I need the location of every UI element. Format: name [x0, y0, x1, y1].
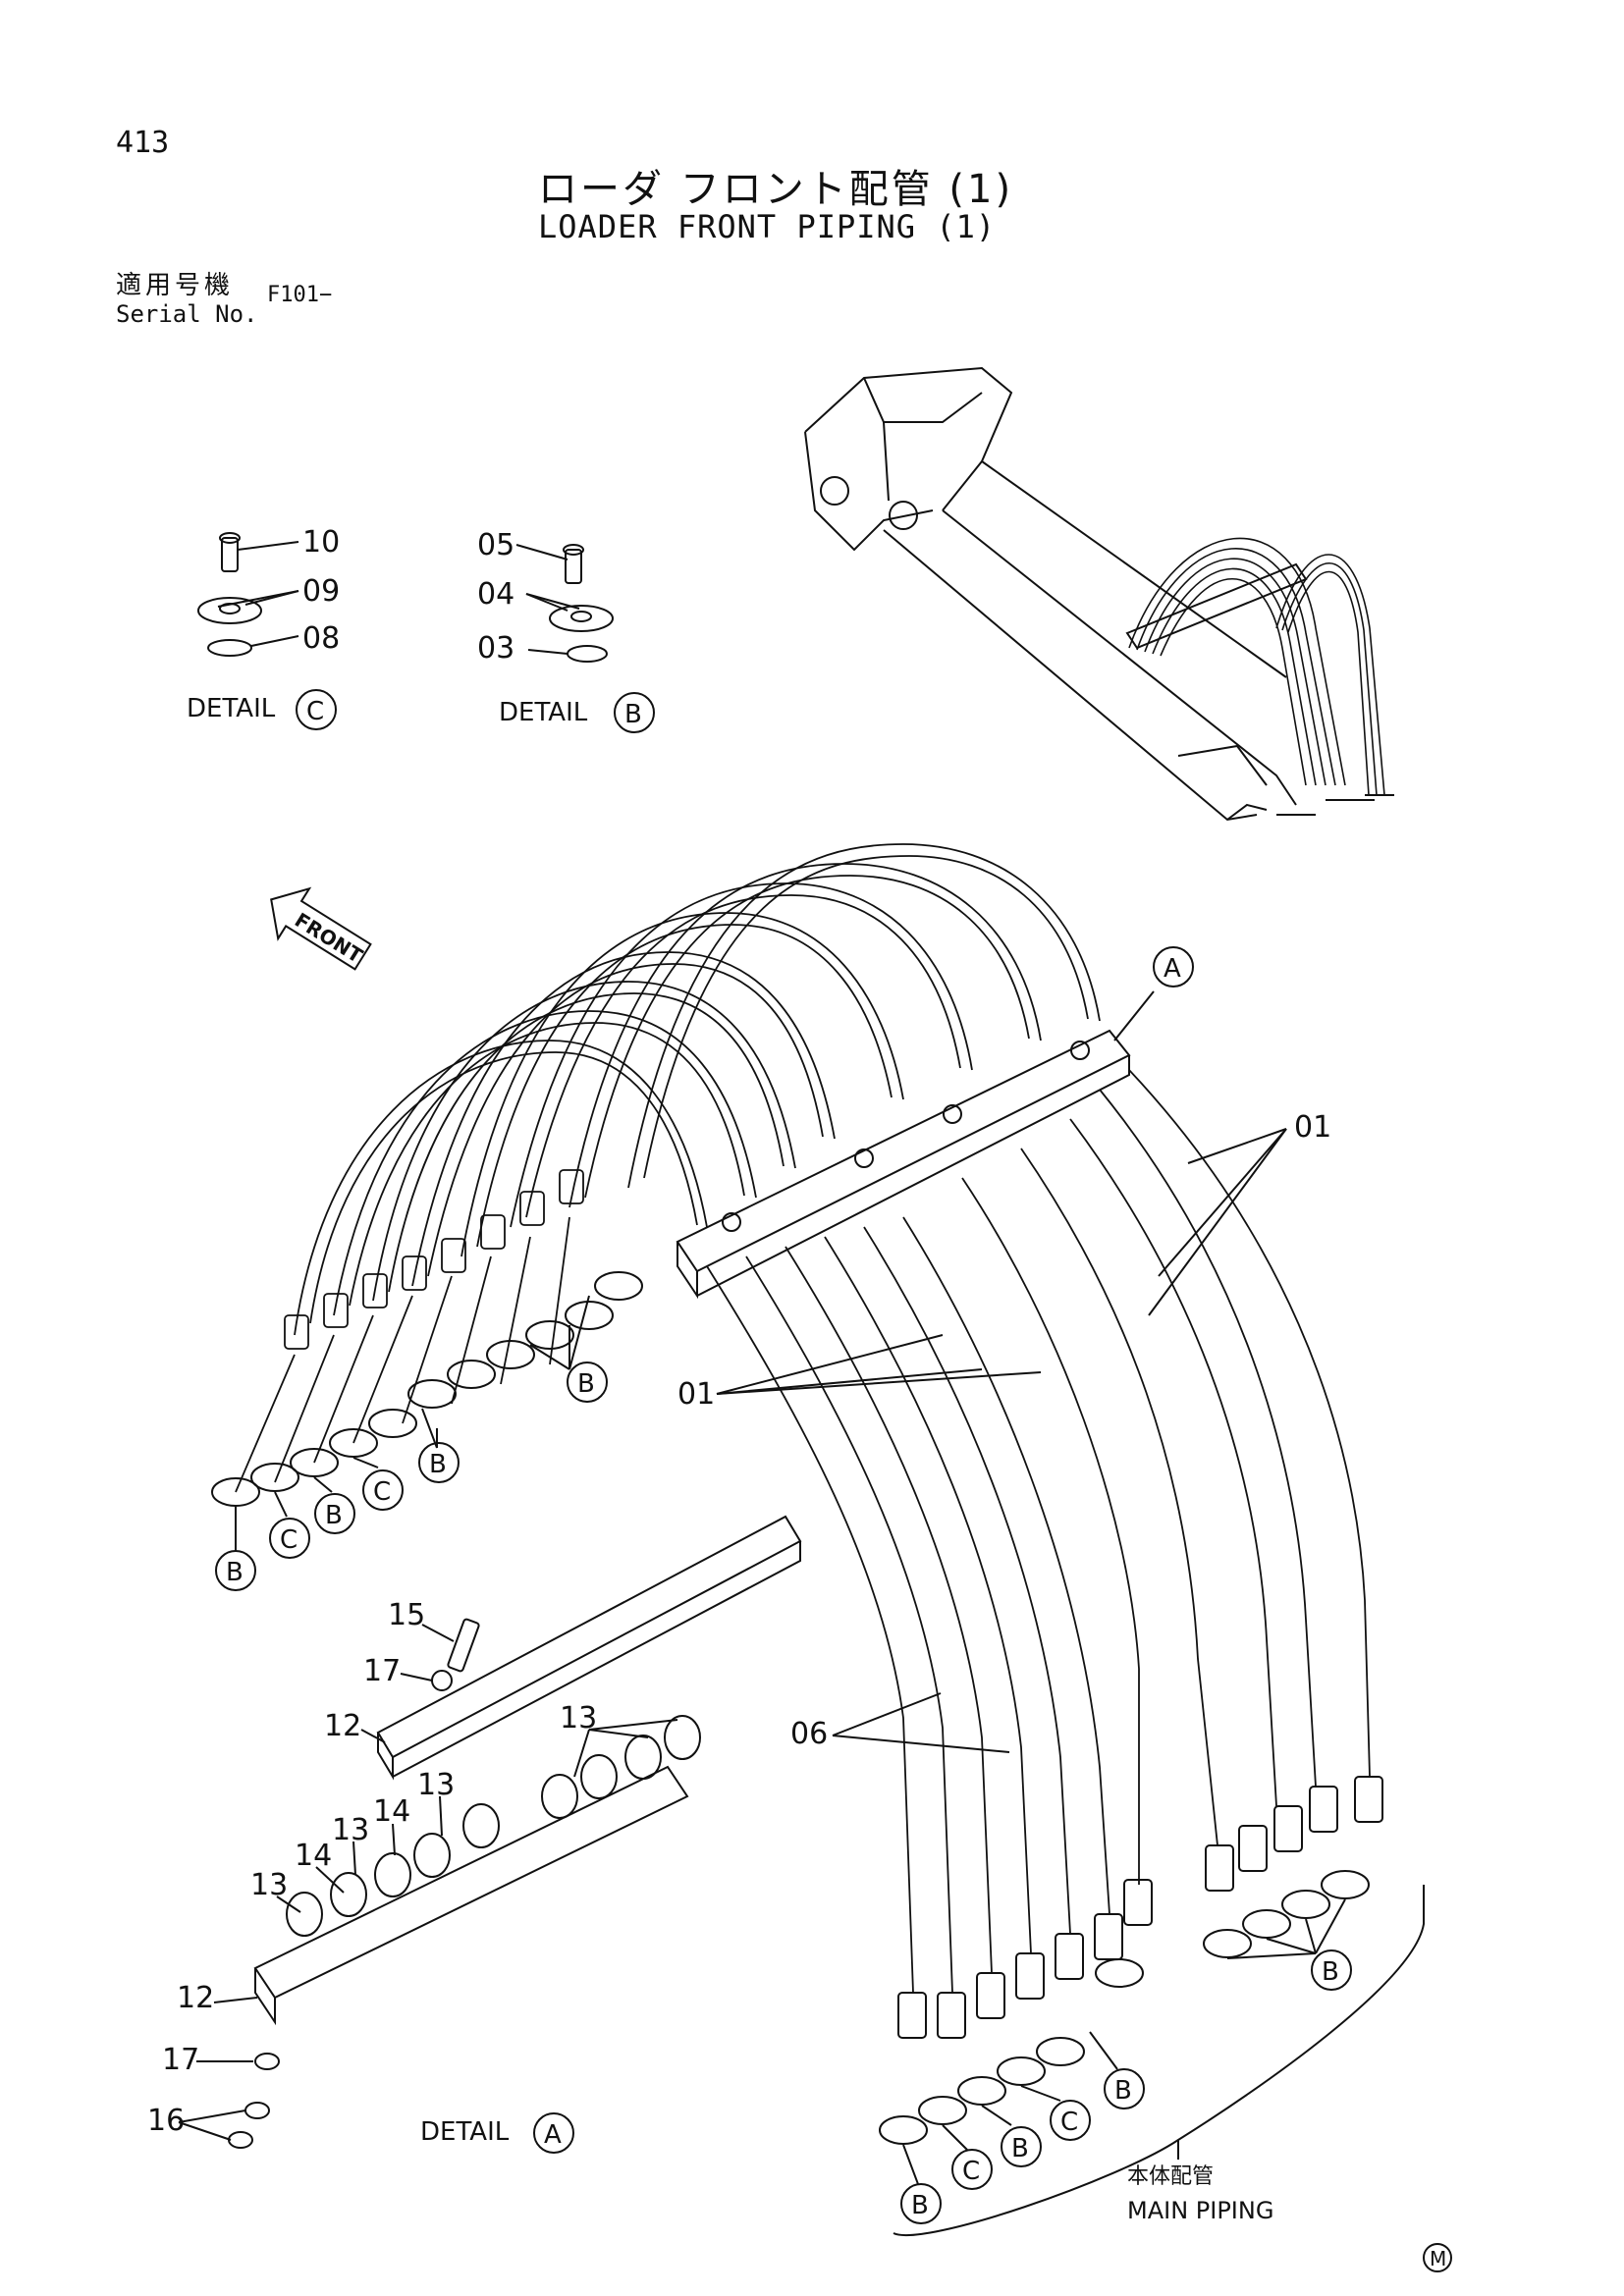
- detail-a-label: DETAIL: [420, 2117, 510, 2147]
- callout-a-letter: A: [1164, 954, 1181, 984]
- flange-row-lower: [211, 1409, 417, 1507]
- m-mark-letter: M: [1430, 2247, 1446, 2270]
- clamp-bar-a: [676, 1029, 1131, 1300]
- leader-14-a: [392, 1823, 396, 1856]
- leader-01-f: [1148, 1128, 1287, 1316]
- bottom-hose-fittings: [897, 1776, 1383, 2039]
- callouts-left-upper: [418, 1295, 608, 1483]
- detail-b-circle: [614, 692, 655, 733]
- part-label-17: 17: [363, 1654, 401, 1688]
- part-label-13-b: 13: [417, 1768, 455, 1802]
- callout-b-5: B: [911, 2191, 929, 2220]
- leader-a: [1113, 990, 1155, 1041]
- callout-c-2: C: [373, 1477, 391, 1507]
- leader-12-b: [213, 1997, 258, 2003]
- leader-13-c: [588, 1719, 678, 1731]
- part-label-14-b: 14: [295, 1839, 332, 1873]
- main-piping-english: MAIN PIPING: [1127, 2197, 1273, 2224]
- flange-row-upper: [407, 1271, 643, 1409]
- part-label-14-a: 14: [373, 1794, 410, 1829]
- leader-01-e: [1158, 1128, 1287, 1277]
- leader-01-b: [716, 1368, 983, 1395]
- leader-06-b: [832, 1735, 1010, 1753]
- part-label-01-b: 01: [1294, 1110, 1331, 1145]
- leader-16-a: [178, 2109, 246, 2123]
- detail-c-label: DETAIL: [187, 694, 276, 723]
- right-hose-runs: [706, 1069, 1371, 1994]
- part-label-12: 12: [324, 1709, 361, 1743]
- part-label-12-b: 12: [177, 1981, 214, 2015]
- callout-b-1: B: [577, 1369, 595, 1399]
- callout-c-4: C: [1060, 2108, 1078, 2137]
- leader-17: [400, 1673, 433, 1682]
- callout-c-1: C: [280, 1525, 298, 1555]
- callouts-bottom: [900, 1898, 1352, 2224]
- leader-13-e: [352, 1841, 356, 1876]
- leader-01-c: [716, 1371, 1042, 1395]
- leader-14-b: [315, 1866, 345, 1894]
- detail-c-letter: C: [306, 697, 324, 726]
- part-label-17-b: 17: [162, 2043, 199, 2077]
- part-label-16: 16: [147, 2104, 185, 2138]
- part-label-06: 06: [790, 1717, 828, 1751]
- callout-b-8: B: [1322, 1957, 1339, 1987]
- callout-b-4: B: [325, 1501, 343, 1530]
- callout-a-circle: [1153, 946, 1194, 988]
- part-label-15: 15: [388, 1598, 425, 1632]
- leader-06-a: [832, 1692, 942, 1736]
- detail-b-label: DETAIL: [499, 698, 588, 727]
- part-label-03: 03: [477, 631, 514, 666]
- leader-13-d: [439, 1795, 443, 1837]
- leader-13-a: [573, 1729, 590, 1778]
- callout-b-2: B: [429, 1450, 447, 1479]
- leader-16-b: [178, 2121, 232, 2141]
- detail-b-illustration: [515, 544, 614, 663]
- callout-c-3: C: [962, 2157, 980, 2186]
- part-label-05: 05: [477, 528, 514, 562]
- m-mark-circle: [1423, 2243, 1452, 2272]
- boom-illustration: [804, 366, 1394, 822]
- part-label-09: 09: [302, 574, 340, 609]
- part-label-13-c: 13: [332, 1813, 369, 1847]
- leader-13-b: [588, 1729, 649, 1738]
- leader-01-a: [716, 1334, 944, 1395]
- detail-a-illustration: [228, 1515, 802, 2149]
- leader-01-d: [1187, 1128, 1287, 1164]
- part-label-04: 04: [477, 577, 514, 612]
- detail-c-circle: [296, 689, 337, 730]
- callout-b-3: B: [226, 1558, 244, 1587]
- detail-a-circle: [533, 2112, 574, 2154]
- part-label-13-d: 13: [250, 1868, 288, 1902]
- hose-bundle-loops: [294, 843, 1101, 1336]
- main-piping-brace: [893, 1885, 1425, 2237]
- part-label-10: 10: [302, 525, 340, 560]
- detail-a-letter: A: [544, 2120, 562, 2150]
- page-title-english: LOADER FRONT PIPING (1): [538, 208, 997, 245]
- page-number: 413: [116, 126, 170, 160]
- serial-value: F101−: [267, 283, 333, 307]
- callout-b-7: B: [1114, 2076, 1132, 2106]
- part-label-08: 08: [302, 621, 340, 656]
- serial-label-english: Serial No.: [116, 300, 258, 328]
- front-arrow-label: FRONT: [291, 908, 367, 968]
- leader-13-f: [276, 1896, 301, 1913]
- callout-b-6: B: [1011, 2134, 1029, 2163]
- bottom-flanges: [879, 1870, 1370, 2145]
- part-label-01-a: 01: [677, 1377, 715, 1412]
- detail-c-illustration: [197, 532, 299, 657]
- left-hose-ends: [235, 1169, 584, 1493]
- callouts-left-lower: [215, 1457, 404, 1591]
- detail-b-letter: B: [624, 700, 642, 729]
- main-piping-japanese: 本体配管: [1127, 2164, 1214, 2189]
- leader-12: [360, 1729, 386, 1743]
- page-title-japanese: ローダ フロント配管 (1): [538, 167, 1014, 212]
- leader-15: [421, 1624, 455, 1642]
- serial-label-japanese: 適用号機: [116, 271, 235, 300]
- front-arrow-icon: FRONT: [270, 886, 372, 971]
